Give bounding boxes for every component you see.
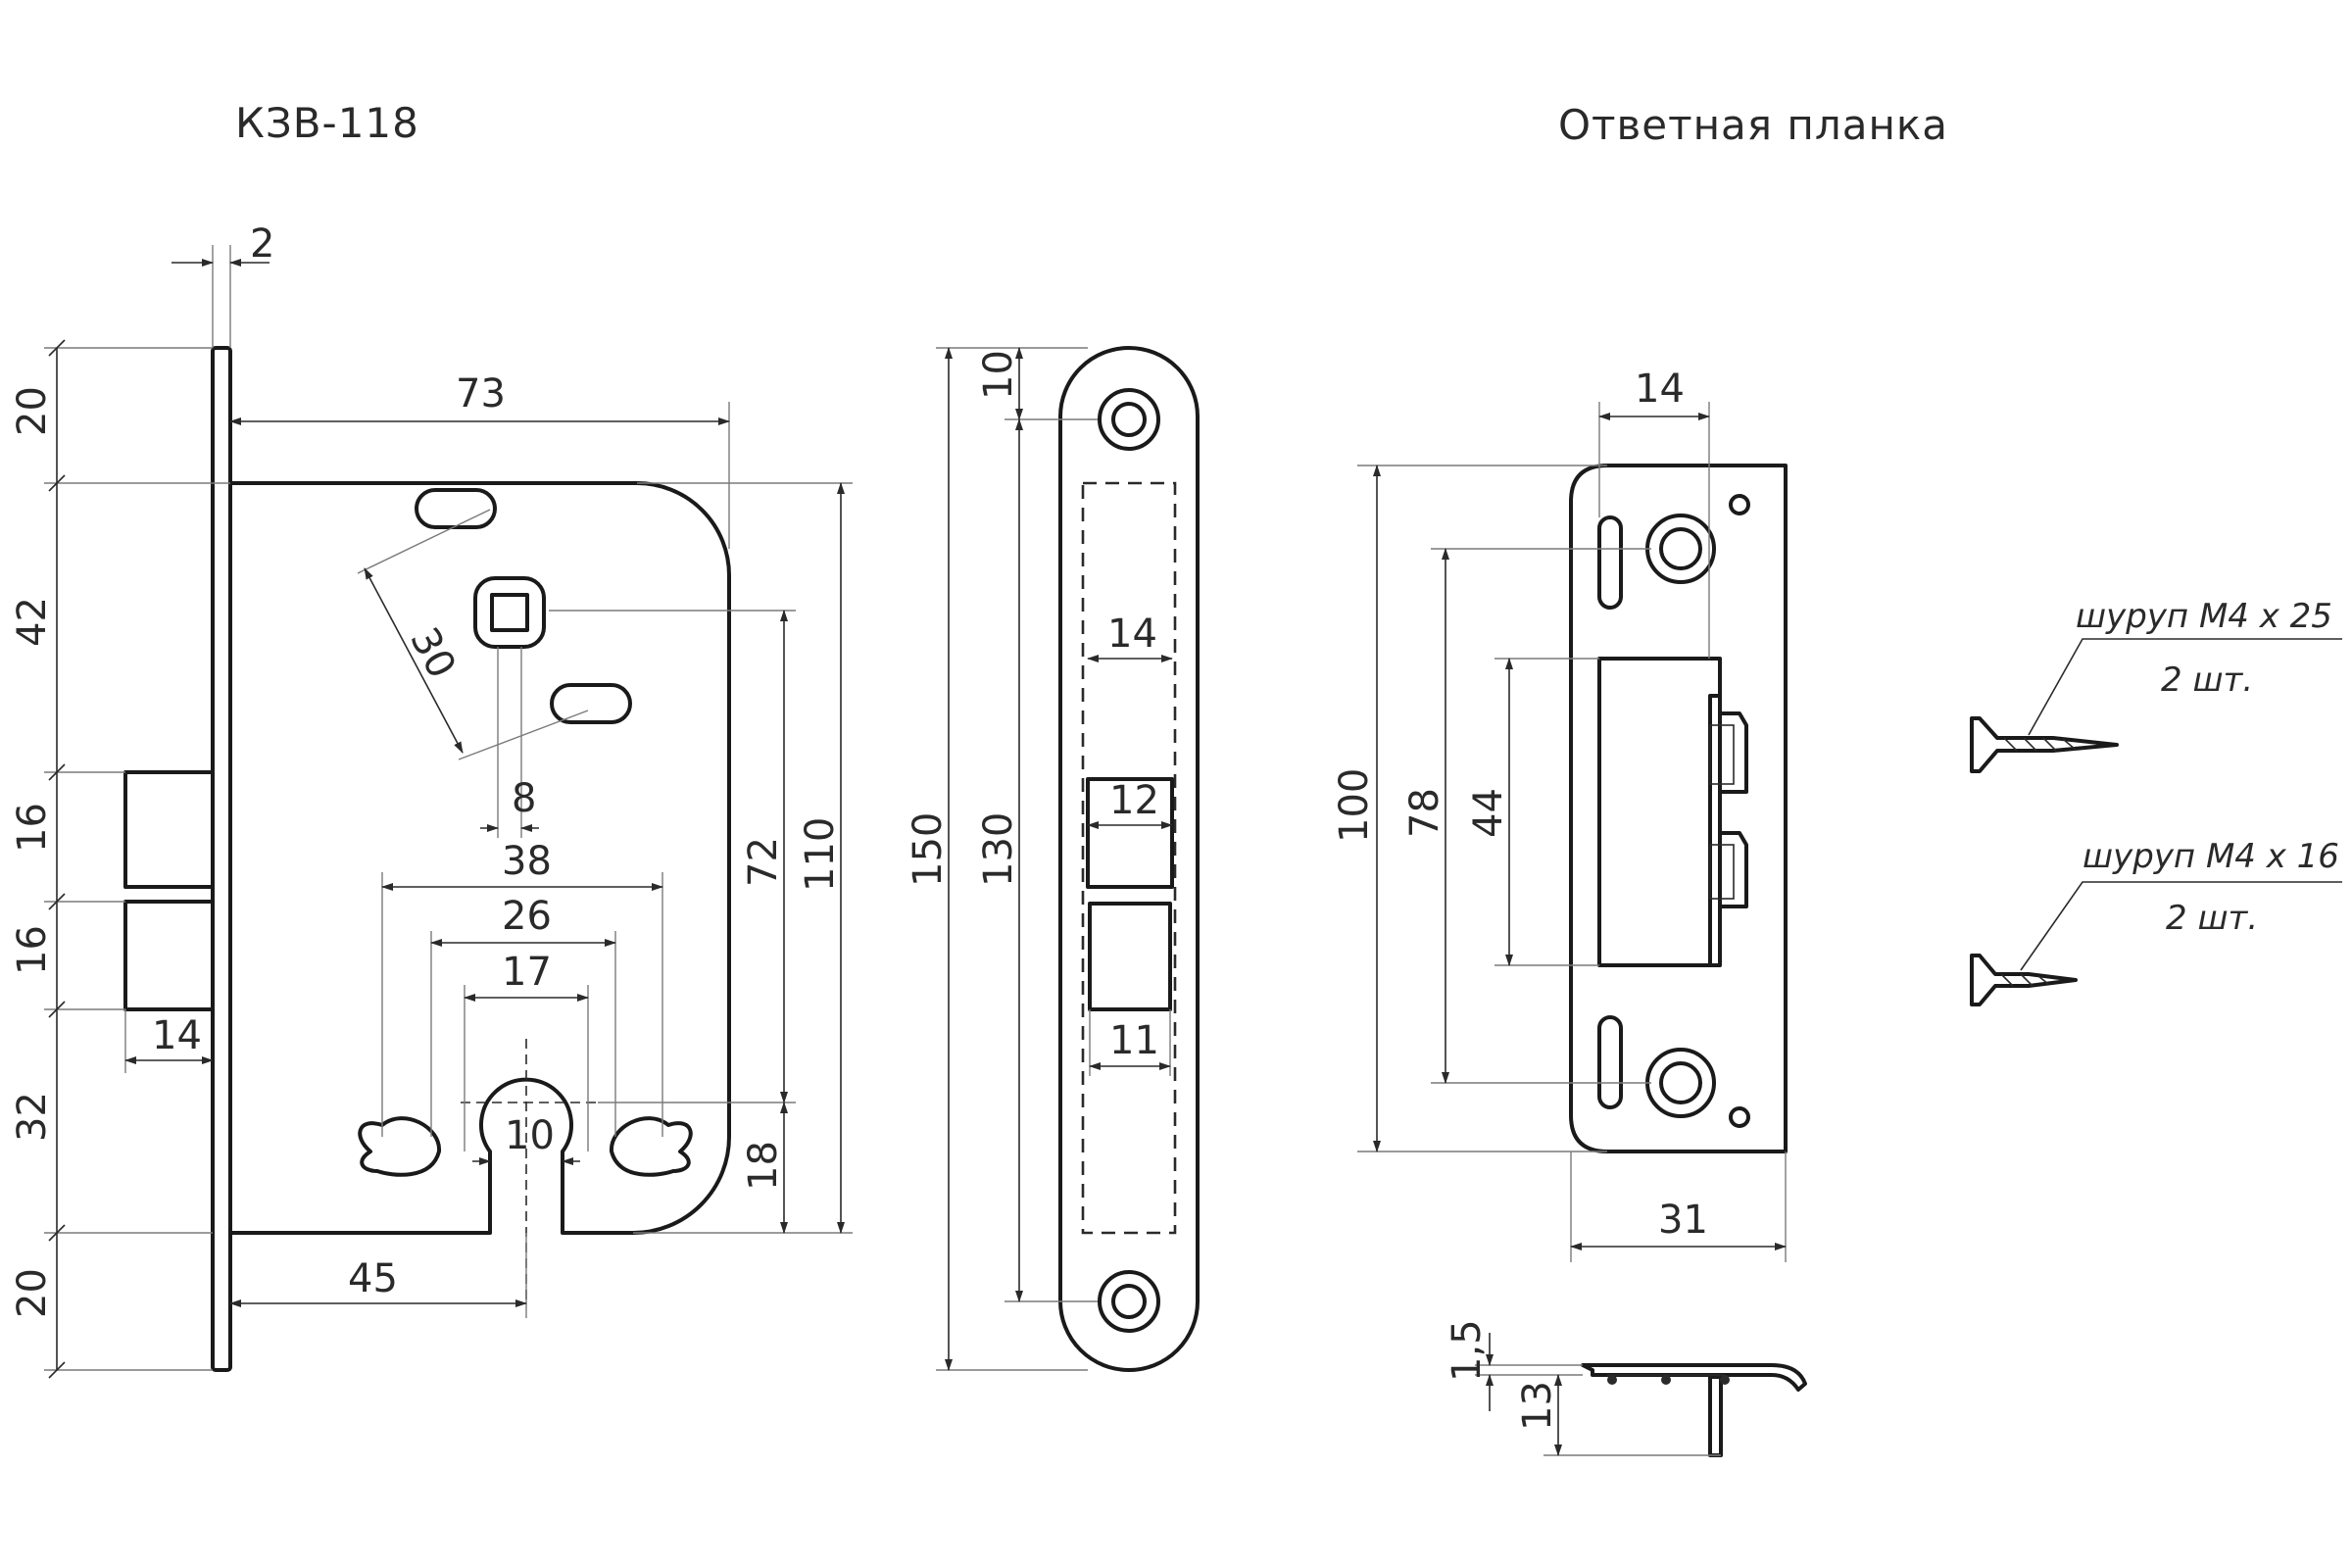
screw-long-qty: 2 шт.: [2161, 661, 2253, 700]
strike-side-profile: [1581, 1363, 1807, 1392]
screw-short-qty: 2 шт.: [2166, 899, 2258, 938]
dim-faceplate-between-screws: 130: [976, 812, 1021, 887]
faceplate-view: [1058, 346, 1200, 1372]
screw-short-icon: [1970, 954, 2078, 1006]
dim-faceplate-latch-width: 14: [1107, 612, 1157, 657]
dim-height-110: 110: [798, 817, 843, 892]
dim-height-72: 72: [741, 837, 786, 887]
dim-faceplate-slot-12: 12: [1109, 778, 1159, 823]
dim-strike-height-44: 44: [1466, 788, 1511, 838]
dim-holes-26: 26: [502, 894, 552, 939]
screw-long-spec: шуруп М4 х 25: [2076, 597, 2332, 636]
lower-oval-slot: [550, 683, 632, 724]
dim-plate-thickness: 2: [250, 221, 274, 267]
strike-plate-view: [1569, 464, 1788, 1153]
dim-upper: 42: [10, 597, 55, 647]
dim-strike-width-31: 31: [1658, 1198, 1708, 1243]
dim-faceplate-total: 150: [906, 812, 951, 887]
strike-bottom-hole: [1645, 1048, 1716, 1118]
dim-strike-height-78: 78: [1402, 788, 1447, 838]
dim-strike-thickness: 1,5: [1445, 1319, 1490, 1382]
screw-long: шуруп М4 х 25 2 шт.: [1970, 597, 2342, 773]
dim-holes-17: 17: [502, 950, 552, 995]
dim-bolt: 16: [10, 925, 55, 975]
dim-latch: 16: [10, 803, 55, 853]
dim-height-18: 18: [741, 1141, 786, 1191]
dim-bottom: 20: [10, 1268, 55, 1318]
dim-faceplate-slot-11: 11: [1109, 1018, 1159, 1063]
strike-dimensions: 14 100 78 44 31: [1332, 367, 1787, 1262]
faceplate-dimensions: 10 150 130 14 12 11: [906, 347, 1173, 1371]
strike-bottom-slot: [1597, 1015, 1623, 1109]
dim-latch-depth: 14: [152, 1013, 202, 1058]
faceplate-bottom-screw: [1098, 1270, 1160, 1333]
strike-tab-upper: [1718, 711, 1748, 794]
strike-top-hole: [1645, 514, 1716, 584]
strike-title: Ответная планка: [1558, 101, 1948, 149]
strike-top-slot: [1597, 515, 1623, 610]
right-mount-hole: [609, 1116, 693, 1177]
dim-body-width: 73: [456, 371, 506, 416]
left-mount-hole: [358, 1116, 442, 1177]
strike-side-view: 1,5 13: [1445, 1319, 1807, 1457]
spindle-hub-outer: [473, 576, 546, 649]
strike-latch-pocket: [1597, 657, 1722, 967]
dead-bolt: [123, 900, 215, 1011]
faceplate-hidden-body: [1081, 481, 1177, 1235]
lock-body-view: [123, 346, 731, 1372]
spindle-square: [490, 593, 529, 632]
strike-top-small-hole: [1729, 494, 1750, 515]
dim-spindle: 8: [512, 776, 536, 821]
dim-backset: 45: [348, 1256, 398, 1301]
screw-short: шуруп М4 х 16 2 шт.: [1970, 837, 2342, 1006]
dim-cylinder: 10: [505, 1113, 555, 1158]
dim-angle-offset: 30: [401, 620, 465, 686]
dim-faceplate-top-offset: 10: [976, 350, 1021, 400]
dim-strike-top-width: 14: [1635, 367, 1685, 412]
screw-long-icon: [1970, 716, 2119, 773]
dim-strike-height-100: 100: [1332, 768, 1377, 843]
dim-holes-38: 38: [502, 839, 552, 884]
strike-bottom-small-hole: [1729, 1106, 1750, 1128]
dim-lower: 32: [10, 1092, 55, 1142]
faceplate-top-screw: [1098, 388, 1160, 451]
screw-short-spec: шуруп М4 х 16: [2082, 837, 2339, 876]
latch-bolt: [123, 770, 215, 889]
faceplate-outline: [1058, 346, 1200, 1372]
faceplate-latch-slot: [1086, 777, 1174, 889]
dim-top: 20: [10, 386, 55, 436]
lock-title: КЗВ-118: [235, 99, 419, 147]
lock-faceplate-edge: [211, 346, 232, 1372]
strike-side-tab: [1708, 1375, 1723, 1457]
upper-oval-slot: [415, 488, 497, 529]
lock-dimensions: 2 20 42 16 16 32 20 14 73: [10, 221, 853, 1379]
strike-tab-lower: [1718, 831, 1748, 908]
dim-strike-depth: 13: [1515, 1381, 1560, 1431]
faceplate-bolt-slot: [1088, 902, 1172, 1011]
